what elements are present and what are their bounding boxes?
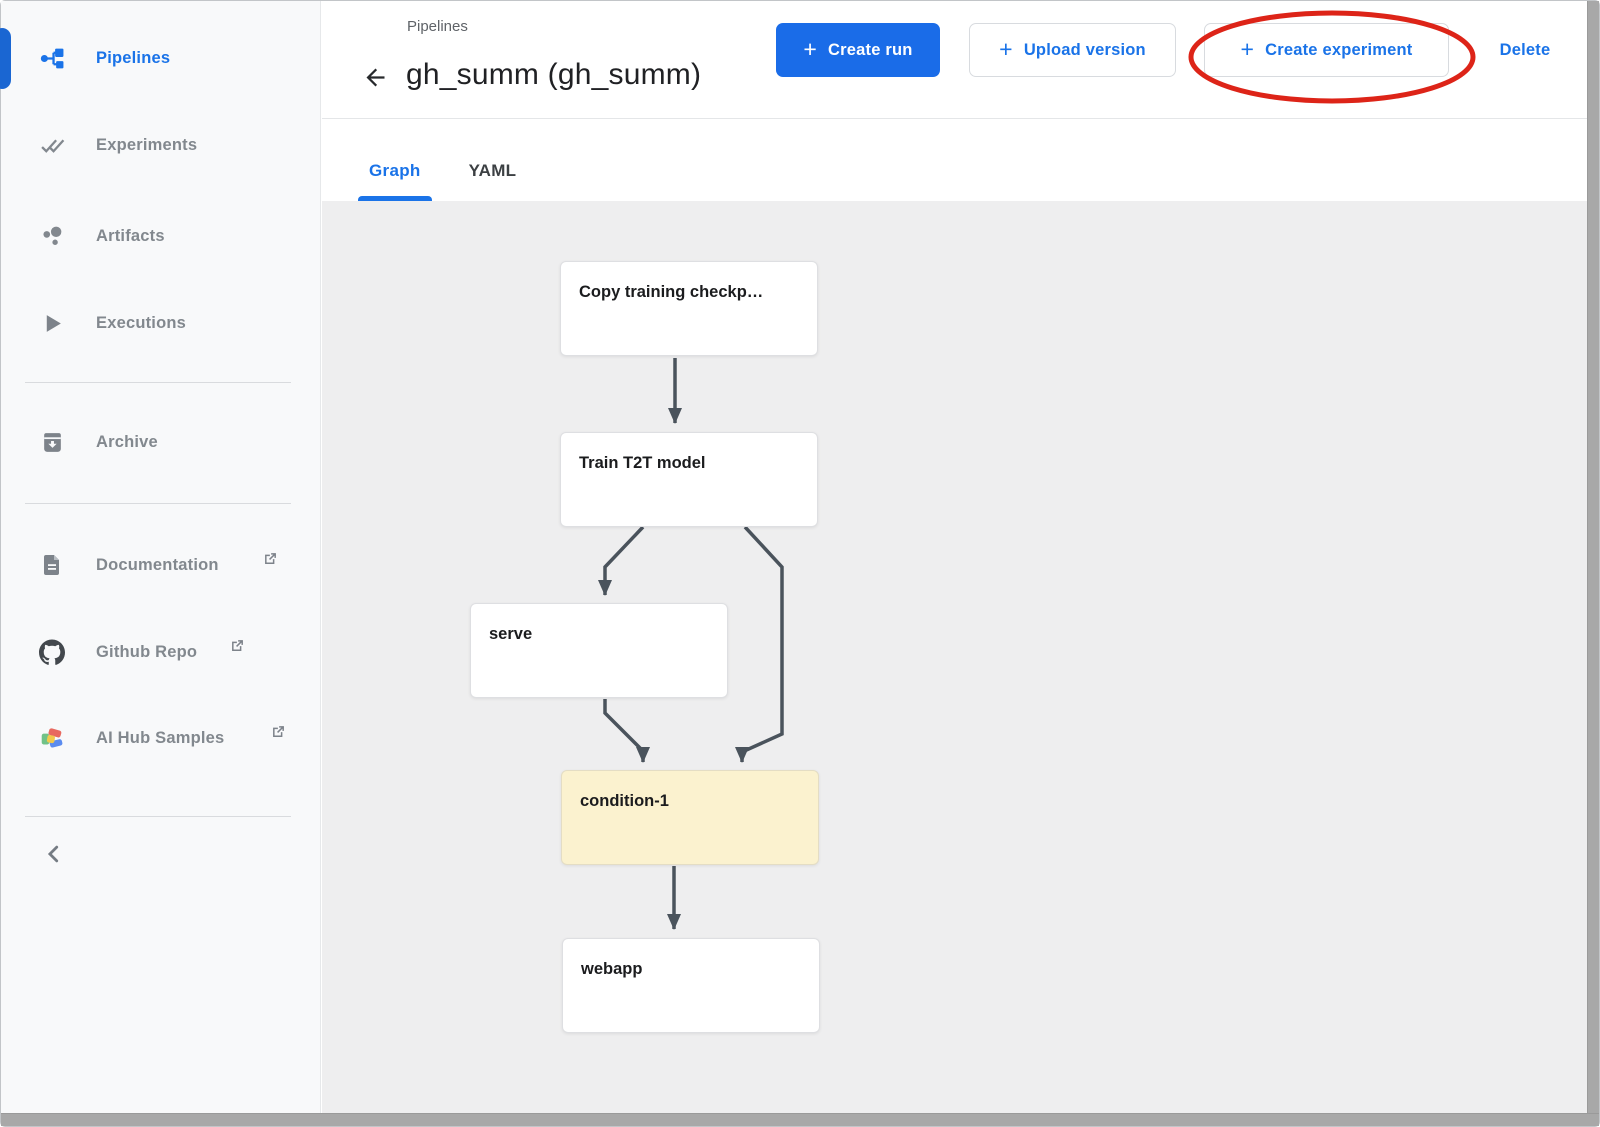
- sidebar-item-label: Experiments: [96, 135, 198, 154]
- graph-node-condition-1[interactable]: condition-1: [561, 770, 819, 865]
- plus-icon: +: [1240, 35, 1255, 62]
- create-experiment-button[interactable]: + Create experiment: [1204, 23, 1449, 77]
- page-title: gh_summ (gh_summ): [406, 58, 702, 91]
- sidebar-item-label: Artifacts: [96, 226, 165, 245]
- sidebar-item-ai-hub-samples[interactable]: AI Hub Samples: [1, 718, 320, 758]
- toolbar: Pipelines gh_summ (gh_summ) + Create run…: [322, 1, 1589, 119]
- graph-node-copy-training-checkpoint[interactable]: Copy training checkp…: [560, 261, 818, 356]
- executions-icon: [39, 310, 65, 336]
- pipeline-graph-canvas: Copy training checkp… Train T2T model se…: [322, 201, 1589, 1115]
- sidebar: Pipelines Experiments Artifacts Executio…: [0, 1, 321, 1115]
- create-run-button[interactable]: + Create run: [776, 23, 940, 77]
- breadcrumb: Pipelines: [407, 18, 468, 35]
- archive-icon: [39, 429, 65, 455]
- external-link-icon: [263, 551, 278, 566]
- tab-graph[interactable]: Graph: [358, 141, 432, 201]
- sidebar-item-artifacts[interactable]: Artifacts: [1, 216, 320, 256]
- graph-node-webapp[interactable]: webapp: [562, 938, 820, 1033]
- sidebar-item-pipelines[interactable]: Pipelines: [1, 38, 320, 78]
- active-item-indicator: [0, 28, 11, 89]
- sidebar-item-archive[interactable]: Archive: [1, 422, 320, 462]
- sidebar-item-label: Github Repo: [96, 642, 198, 661]
- sidebar-item-label: Archive: [96, 432, 158, 451]
- sidebar-divider: [25, 382, 291, 383]
- external-link-icon: [230, 638, 245, 653]
- node-label: Train T2T model: [579, 454, 706, 472]
- sidebar-item-label: AI Hub Samples: [96, 728, 225, 747]
- edge-train-serve: [598, 525, 645, 596]
- graph-edges: [598, 358, 784, 930]
- plus-icon: +: [999, 35, 1013, 62]
- horizontal-scrollbar[interactable]: [1, 1113, 1599, 1126]
- edge-train-condition: [735, 525, 784, 763]
- tab-yaml[interactable]: YAML: [468, 161, 517, 180]
- sidebar-item-label: Pipelines: [96, 48, 171, 67]
- plus-icon: +: [803, 35, 818, 62]
- sidebar-divider: [25, 503, 291, 504]
- vertical-scrollbar[interactable]: [1587, 1, 1599, 1126]
- active-tab-indicator: [358, 196, 432, 201]
- pipelines-icon: [39, 45, 65, 71]
- collapse-sidebar-button[interactable]: [37, 839, 71, 873]
- sidebar-divider: [25, 816, 291, 817]
- sidebar-item-executions[interactable]: Executions: [1, 303, 320, 343]
- github-icon: [39, 639, 65, 665]
- back-button[interactable]: [358, 63, 392, 97]
- main-content: Pipelines gh_summ (gh_summ) + Create run…: [322, 1, 1589, 1115]
- tab-bar: Graph YAML: [322, 119, 1589, 201]
- experiments-icon: [39, 132, 65, 158]
- node-label: condition-1: [580, 792, 669, 810]
- sidebar-item-documentation[interactable]: Documentation: [1, 545, 320, 585]
- graph-node-serve[interactable]: serve: [470, 603, 728, 698]
- node-label: Copy training checkp…: [579, 283, 764, 301]
- chevron-left-icon: [43, 843, 65, 870]
- external-link-icon: [271, 724, 286, 739]
- sidebar-item-label: Executions: [96, 313, 187, 332]
- sidebar-item-experiments[interactable]: Experiments: [1, 125, 320, 165]
- document-icon: [39, 552, 65, 578]
- node-label: serve: [489, 625, 533, 643]
- sidebar-item-label: Documentation: [96, 555, 219, 574]
- sidebar-item-github-repo[interactable]: Github Repo: [1, 632, 320, 672]
- graph-node-train-t2t-model[interactable]: Train T2T model: [560, 432, 818, 527]
- aihub-icon: [39, 725, 65, 751]
- artifacts-icon: [39, 223, 65, 249]
- node-label: webapp: [581, 960, 643, 978]
- upload-version-button[interactable]: + Upload version: [969, 23, 1176, 77]
- arrow-back-icon: [362, 64, 389, 96]
- edge-serve-condition: [603, 699, 650, 763]
- delete-button[interactable]: Delete: [1493, 23, 1557, 77]
